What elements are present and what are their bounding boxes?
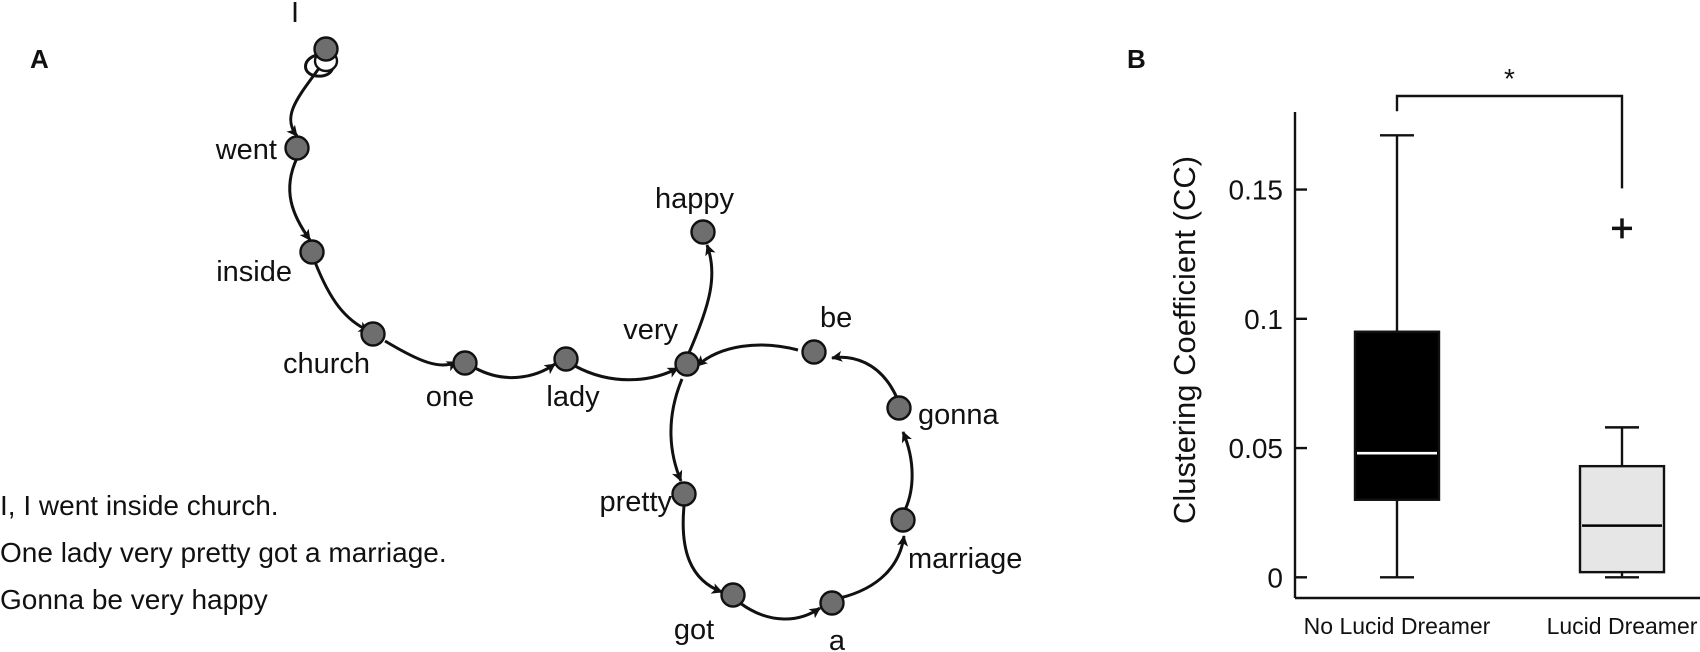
word-label-happy: happy — [655, 183, 735, 215]
edge-inside-church — [313, 261, 370, 333]
word-label-church: church — [283, 348, 370, 380]
box-iqr — [1353, 330, 1441, 501]
word-label-I: I — [291, 0, 299, 29]
box-plot: 0 0.05 0.1 0.15 No Lucid Dreamer Lucid Dreame… — [1229, 63, 1700, 639]
node-a — [819, 590, 845, 616]
sentence-3: Gonna be very happy — [0, 584, 268, 615]
box-no-lucid-dreamer — [1353, 134, 1441, 579]
edge-one-lady — [474, 362, 556, 380]
node-pretty — [671, 481, 697, 507]
word-graph-edges — [286, 52, 914, 621]
edge-got-a — [739, 601, 821, 621]
edge-very-pretty — [669, 378, 684, 482]
edge-marriage-gonna — [901, 431, 914, 513]
y-tick-label: 0.05 — [1229, 433, 1284, 464]
edge-a-marriage — [839, 535, 909, 600]
x-category-label: Lucid Dreamer — [1547, 613, 1698, 639]
node-went — [284, 135, 310, 161]
word-label-be: be — [820, 302, 852, 334]
word-label-marriage: marriage — [908, 543, 1022, 575]
significance-star: * — [1504, 63, 1515, 94]
word-graph-nodes — [284, 36, 916, 616]
edge-gonna-be — [831, 350, 899, 399]
x-category-label: No Lucid Dreamer — [1304, 613, 1491, 639]
edge-I-went — [286, 59, 327, 137]
box-lucid-dreamer — [1578, 218, 1666, 579]
sentence-1: I, I went inside church. — [0, 490, 279, 521]
y-axis-label: Clustering Coefficient (CC) — [1167, 156, 1202, 524]
box-iqr — [1578, 464, 1666, 574]
y-tick-label: 0.1 — [1244, 304, 1283, 335]
word-label-gonna: gonna — [918, 399, 1000, 431]
panel-b-letter: B — [1127, 44, 1146, 74]
node-lady — [553, 346, 579, 372]
node-gonna — [886, 395, 912, 421]
node-church — [360, 321, 386, 347]
word-label-a: a — [829, 625, 846, 652]
word-label-very: very — [623, 314, 678, 346]
edge-church-one — [384, 339, 458, 372]
word-label-inside: inside — [216, 256, 292, 288]
significance-bracket — [1395, 94, 1624, 189]
panel-a-letter: A — [30, 44, 49, 74]
node-I — [313, 36, 339, 62]
word-label-got: got — [674, 614, 714, 646]
node-inside — [299, 239, 325, 265]
word-label-went: went — [215, 134, 277, 166]
node-be — [801, 339, 827, 365]
edge-lady-very — [574, 364, 679, 382]
sentence-2: One lady very pretty got a marriage. — [0, 537, 447, 568]
word-label-pretty: pretty — [599, 486, 672, 518]
word-label-one: one — [426, 381, 474, 413]
panel-b: B Clustering Coefficient (CC) 0 0.05 0.1 0.… — [1127, 44, 1700, 639]
node-very — [674, 351, 700, 377]
node-marriage — [890, 507, 916, 533]
outlier-marker — [1612, 218, 1632, 239]
edge-went-inside — [288, 157, 312, 241]
node-happy — [690, 219, 716, 245]
y-tick-label: 0.15 — [1229, 175, 1284, 206]
word-label-lady: lady — [546, 381, 600, 413]
edge-very-happy — [686, 244, 716, 356]
y-tick-label: 0 — [1267, 562, 1283, 593]
sentences: I, I went inside church. One lady very p… — [0, 490, 447, 615]
node-one — [452, 350, 478, 376]
edge-be-very — [695, 343, 799, 368]
node-got — [720, 582, 746, 608]
edge-pretty-got — [681, 505, 723, 594]
